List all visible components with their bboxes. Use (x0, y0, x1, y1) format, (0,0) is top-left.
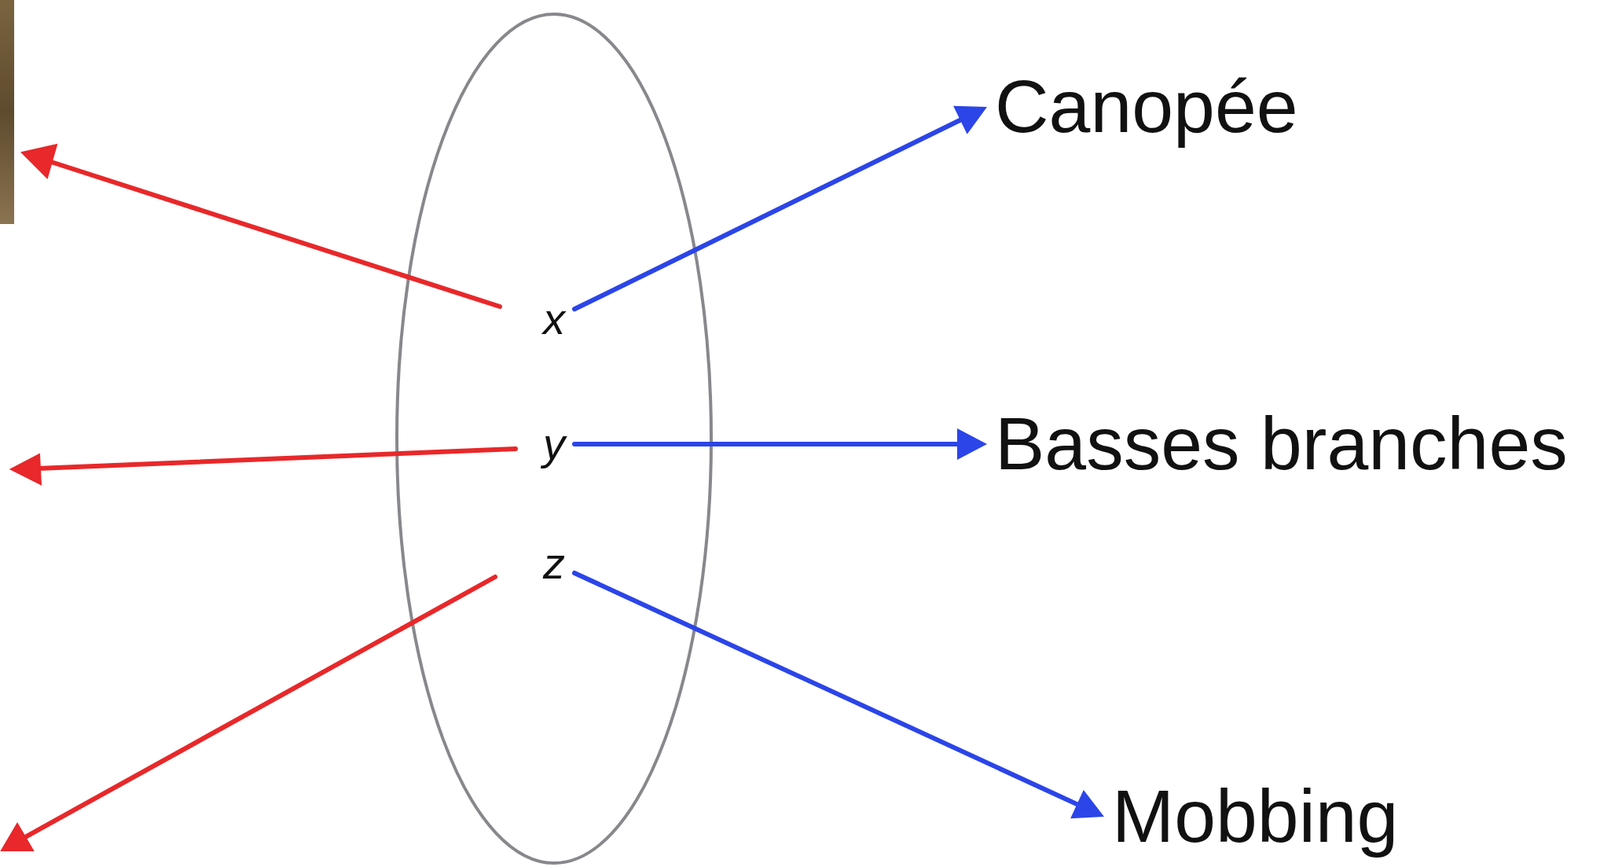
photo-fragment (0, 0, 15, 224)
node-text: Canopée (994, 63, 1299, 150)
variable-label: z (539, 538, 569, 589)
arrowhead (953, 106, 988, 135)
node-text: y (543, 418, 566, 470)
arrowhead (957, 428, 988, 460)
connector-line (574, 572, 1077, 804)
category-label: Mobbing (1108, 773, 1402, 859)
connector-line (574, 120, 961, 310)
node-text: x (543, 293, 566, 345)
connector-arrow (574, 428, 988, 460)
node-text: Mobbing (1111, 773, 1399, 859)
variable-label: x (539, 293, 569, 345)
category-label: Canopée (991, 63, 1302, 150)
variable-label: y (539, 418, 569, 470)
arrowhead (1070, 789, 1105, 819)
connector-arrow (574, 572, 1105, 819)
node-text: Basses branches (994, 400, 1568, 487)
category-label: Basses branches (991, 400, 1571, 487)
connector-arrow (574, 106, 988, 309)
connector-line (574, 441, 958, 447)
set-ellipse (396, 14, 712, 863)
red-arrow (1, 144, 516, 851)
node-text: z (543, 538, 566, 589)
